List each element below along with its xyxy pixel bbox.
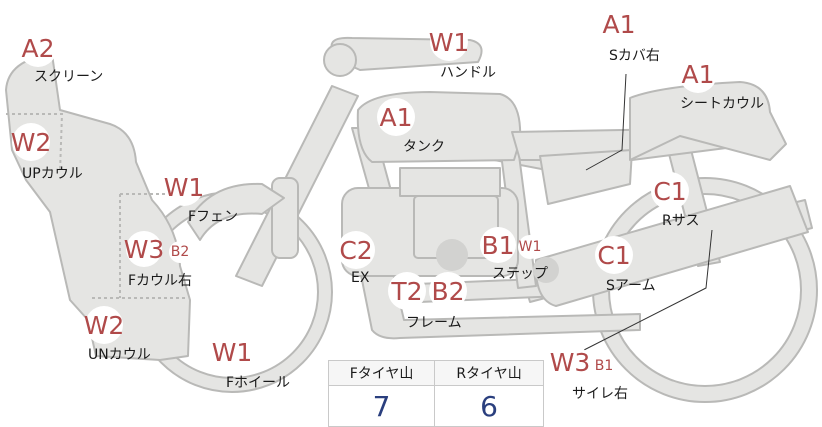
part-label-tank: タンク [403, 139, 445, 155]
part-label-seat-cowl: シートカウル [680, 96, 764, 112]
part-label-f-wheel: Fホイール [226, 375, 291, 391]
part-label-f-cowl-right: Fカウル右 [128, 273, 193, 289]
part-code-s-cover-right: A1 [600, 5, 638, 43]
part-code-frame-text: T2 [391, 276, 423, 306]
part-code-f-wheel: W1 [211, 333, 253, 371]
seat-cowl-shape [629, 81, 787, 161]
part-label-screen: スクリーン [34, 69, 104, 85]
f-fender-shape [271, 177, 299, 259]
engine-cylinder [399, 167, 501, 197]
part-subcode-f-cowl-right: B2 [169, 241, 191, 263]
part-code-frame: T2 [388, 272, 426, 310]
part-code-s-arm-text: C1 [597, 240, 631, 270]
part-code-seat-cowl: A1 [679, 55, 717, 93]
part-label-ex: EX [351, 270, 370, 286]
leader-s-cover [585, 73, 627, 171]
part-code-handle: W1 [428, 23, 470, 61]
part-code2-frame-text: B2 [431, 276, 465, 306]
part-subcode-step-text: W1 [518, 239, 542, 255]
part-code-un-cowl-text: W2 [83, 310, 125, 340]
part-code-silencer-right-text: W3 [549, 347, 591, 377]
part-code-screen-text: A2 [21, 33, 55, 63]
rear-tire-label: Rタイヤ山 [434, 360, 544, 386]
front-tire-value: 7 [327, 385, 436, 427]
part-code-r-sus-text: C1 [653, 176, 687, 206]
part-code-s-cover-right-text: A1 [602, 9, 636, 39]
part-code-step-text: B1 [481, 230, 515, 260]
part-label-silencer-right: サイレ右 [572, 386, 628, 402]
part-subcode-step: W1 [518, 235, 542, 259]
side-cover-shape [539, 149, 633, 205]
part-code-f-fender: W1 [163, 168, 205, 206]
part-code-s-arm: C1 [595, 236, 633, 274]
part-label-handle: ハンドル [440, 65, 496, 81]
part-code-tank-text: A1 [379, 102, 413, 132]
part-code-handle-text: W1 [428, 27, 470, 57]
part-subcode-silencer-right-text: B1 [594, 358, 614, 374]
part-code-silencer-right: W3 [549, 343, 591, 381]
part-code-ex: C2 [337, 231, 375, 269]
part-code-un-cowl: W2 [83, 306, 125, 344]
part-code-up-cowl-text: W2 [10, 127, 52, 157]
part-code-seat-cowl-text: A1 [681, 59, 715, 89]
front-tire-label: Fタイヤ山 [327, 360, 436, 386]
part-code-step: B1 [480, 227, 516, 263]
leader-silencer [583, 229, 713, 351]
part-code-up-cowl: W2 [10, 123, 52, 161]
part-label-s-cover-right: Sカバ右 [609, 48, 660, 64]
part-label-r-sus: Rサス [662, 213, 700, 229]
part-code-f-cowl-right-text: W3 [123, 234, 165, 264]
part-code-tank: A1 [377, 98, 415, 136]
part-label-step: ステップ [492, 266, 548, 282]
part-code-f-fender-text: W1 [163, 172, 205, 202]
part-code-screen: A2 [19, 29, 57, 67]
part-code-ex-text: C2 [339, 235, 373, 265]
part-label-frame: フレーム [406, 315, 462, 331]
part-label-s-arm: Sアーム [606, 278, 656, 294]
part-label-f-fender: Fフェン [188, 209, 239, 225]
part-label-un-cowl: UNカウル [88, 347, 151, 363]
part-code-r-sus: C1 [651, 172, 689, 210]
part-label-up-cowl: UPカウル [22, 166, 83, 182]
part-subcode-silencer-right: B1 [593, 355, 615, 377]
part-code-f-cowl-right: W3 [123, 231, 165, 267]
part-subcode-f-cowl-right-text: B2 [170, 244, 190, 260]
tire-tread-table: Fタイヤ山 Rタイヤ山 7 6 [327, 360, 544, 427]
rear-tire-value: 6 [434, 385, 544, 427]
part-code2-frame: B2 [429, 272, 467, 310]
part-code-f-wheel-text: W1 [211, 337, 253, 367]
